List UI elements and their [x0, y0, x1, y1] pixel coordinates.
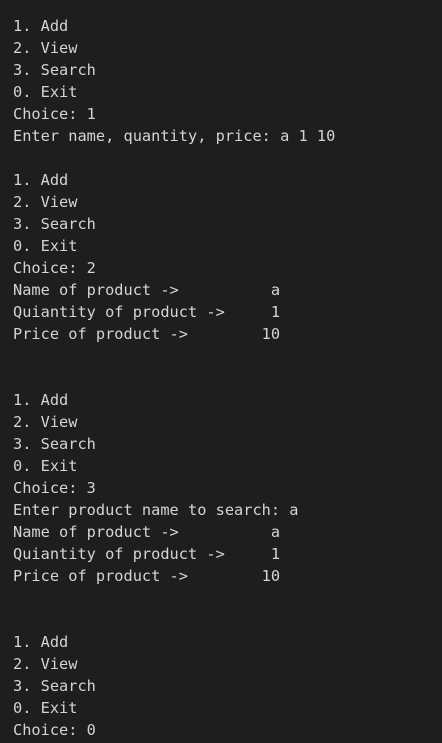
- terminal-line: 2. View: [13, 413, 78, 431]
- terminal-line: Name of product -> a: [13, 523, 281, 541]
- terminal-line: 0. Exit: [13, 83, 78, 101]
- terminal-line: [13, 367, 442, 389]
- terminal-line: 0. Exit: [13, 457, 78, 475]
- terminal-line: Price of product -> 10: [13, 567, 281, 585]
- terminal-line: 3. Search: [13, 215, 96, 233]
- terminal-line: Quiantity of product -> 1: [13, 303, 281, 321]
- terminal-line: 0. Exit: [13, 699, 78, 717]
- terminal-line: 3. Search: [13, 677, 96, 695]
- terminal-line: Choice: 3: [13, 479, 96, 497]
- terminal-line: Choice: 0: [13, 721, 96, 739]
- terminal-line: 1. Add: [13, 391, 69, 409]
- terminal-line: [13, 587, 442, 609]
- terminal-line: 1. Add: [13, 633, 69, 651]
- terminal-line: 3. Search: [13, 435, 96, 453]
- terminal-line: 0. Exit: [13, 237, 78, 255]
- terminal-line: 2. View: [13, 655, 78, 673]
- terminal-line: Enter product name to search: a: [13, 501, 299, 519]
- terminal-line: Enter name, quantity, price: a 1 10: [13, 127, 336, 145]
- terminal-line: [13, 609, 442, 631]
- terminal-line: [13, 147, 442, 169]
- terminal-line: Name of product -> a: [13, 281, 281, 299]
- terminal-line: Quiantity of product -> 1: [13, 545, 281, 563]
- terminal-line: Choice: 1: [13, 105, 96, 123]
- terminal-line: 1. Add: [13, 171, 69, 189]
- terminal-line: Price of product -> 10: [13, 325, 281, 343]
- terminal-line: [13, 345, 442, 367]
- terminal-line: 3. Search: [13, 61, 96, 79]
- terminal-line: 2. View: [13, 193, 78, 211]
- terminal-line: 1. Add: [13, 17, 69, 35]
- terminal-line: Choice: 2: [13, 259, 96, 277]
- terminal-line: 2. View: [13, 39, 78, 57]
